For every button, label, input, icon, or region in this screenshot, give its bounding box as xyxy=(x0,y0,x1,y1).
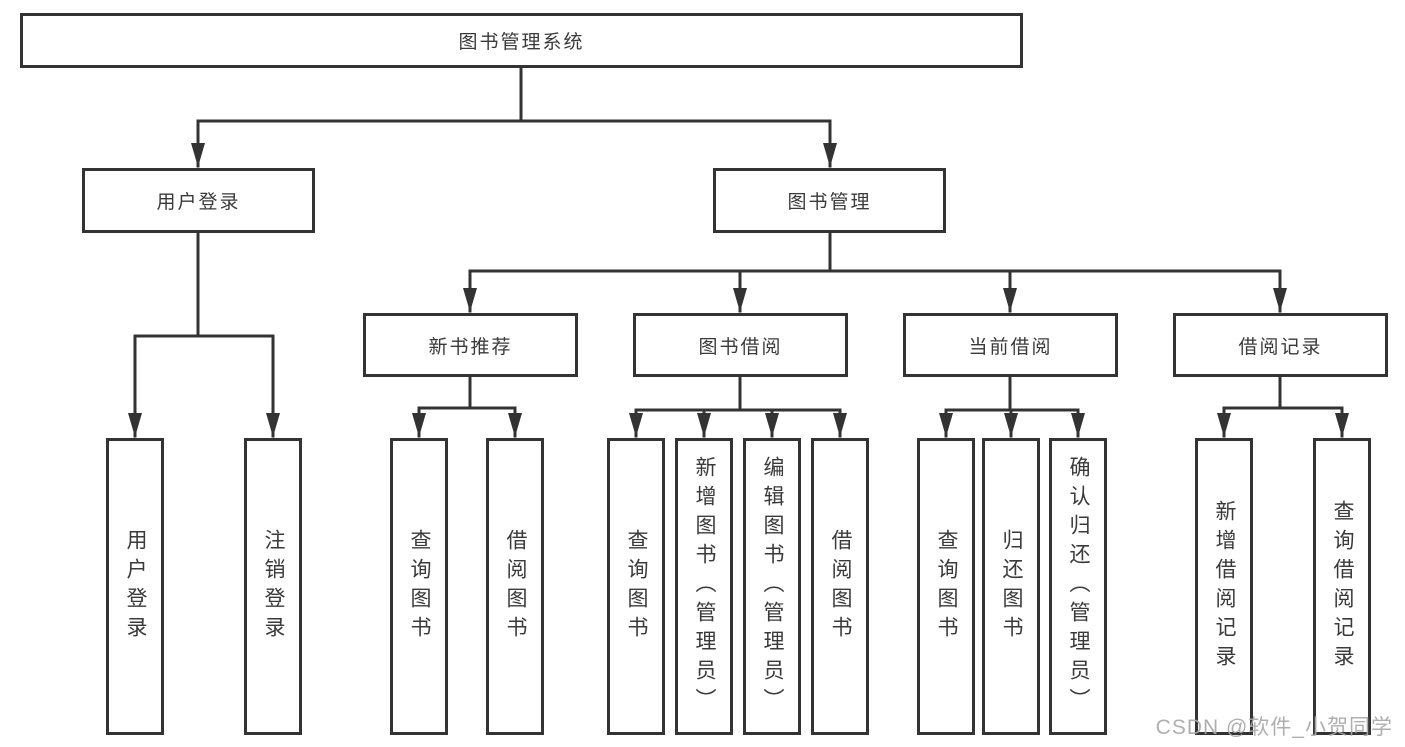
node-current-borrow: 当前借阅 xyxy=(903,313,1118,377)
node-new-book-recommend-label: 新书推荐 xyxy=(428,336,513,358)
node-borrow-records-label: 借阅记录 xyxy=(1238,336,1323,358)
connector-group xyxy=(128,66,1349,438)
node-book-borrow: 图书借阅 xyxy=(633,313,848,377)
leaf-query-books-recommend-label: 查询图书 xyxy=(408,528,432,645)
leaf-edit-book-admin-label: 编辑图书（管理员） xyxy=(761,456,785,717)
node-borrow-records: 借阅记录 xyxy=(1173,313,1388,377)
node-user-login-label: 用户登录 xyxy=(156,192,241,213)
leaf-confirm-return-admin: 确认归还（管理员） xyxy=(1049,438,1107,735)
leaf-borrow-books-label: 借阅图书 xyxy=(829,528,853,645)
leaf-borrow-books-recommend-label: 借阅图书 xyxy=(504,528,528,645)
node-root-label: 图书管理系统 xyxy=(458,32,585,53)
leaf-add-borrow-record-label: 新增借阅记录 xyxy=(1213,499,1237,674)
leaf-logout-login: 注销登录 xyxy=(244,438,302,735)
leaf-add-book-admin: 新增图书（管理员） xyxy=(675,438,733,735)
leaf-return-books: 归还图书 xyxy=(982,438,1040,735)
node-book-borrow-label: 图书借阅 xyxy=(698,336,783,358)
leaf-query-borrow-record: 查询借阅记录 xyxy=(1313,438,1371,735)
csdn-watermark: CSDN @软件_小贺同学 xyxy=(1155,716,1393,739)
node-current-borrow-label: 当前借阅 xyxy=(968,336,1053,358)
leaf-return-books-label: 归还图书 xyxy=(1000,528,1024,645)
leaf-query-books-current: 查询图书 xyxy=(917,438,975,735)
node-root: 图书管理系统 xyxy=(20,13,1023,68)
node-book-management-label: 图书管理 xyxy=(787,192,872,213)
leaf-query-books-recommend: 查询图书 xyxy=(390,438,448,735)
leaf-user-login: 用户登录 xyxy=(106,438,164,735)
leaf-query-books-borrow: 查询图书 xyxy=(607,438,665,735)
leaf-borrow-books: 借阅图书 xyxy=(811,438,869,735)
leaf-add-book-admin-label: 新增图书（管理员） xyxy=(693,456,717,717)
node-user-login: 用户登录 xyxy=(82,168,315,233)
node-new-book-recommend: 新书推荐 xyxy=(363,313,578,377)
leaf-query-books-borrow-label: 查询图书 xyxy=(625,528,649,645)
leaf-query-books-current-label: 查询图书 xyxy=(935,528,959,645)
leaf-add-borrow-record: 新增借阅记录 xyxy=(1195,438,1253,735)
leaf-user-login-label: 用户登录 xyxy=(124,528,148,645)
leaf-query-borrow-record-label: 查询借阅记录 xyxy=(1331,499,1355,674)
leaf-confirm-return-admin-label: 确认归还（管理员） xyxy=(1067,456,1091,717)
leaf-edit-book-admin: 编辑图书（管理员） xyxy=(743,438,801,735)
node-book-management: 图书管理 xyxy=(713,168,946,233)
leaf-logout-login-label: 注销登录 xyxy=(262,528,286,645)
leaf-borrow-books-recommend: 借阅图书 xyxy=(486,438,544,735)
